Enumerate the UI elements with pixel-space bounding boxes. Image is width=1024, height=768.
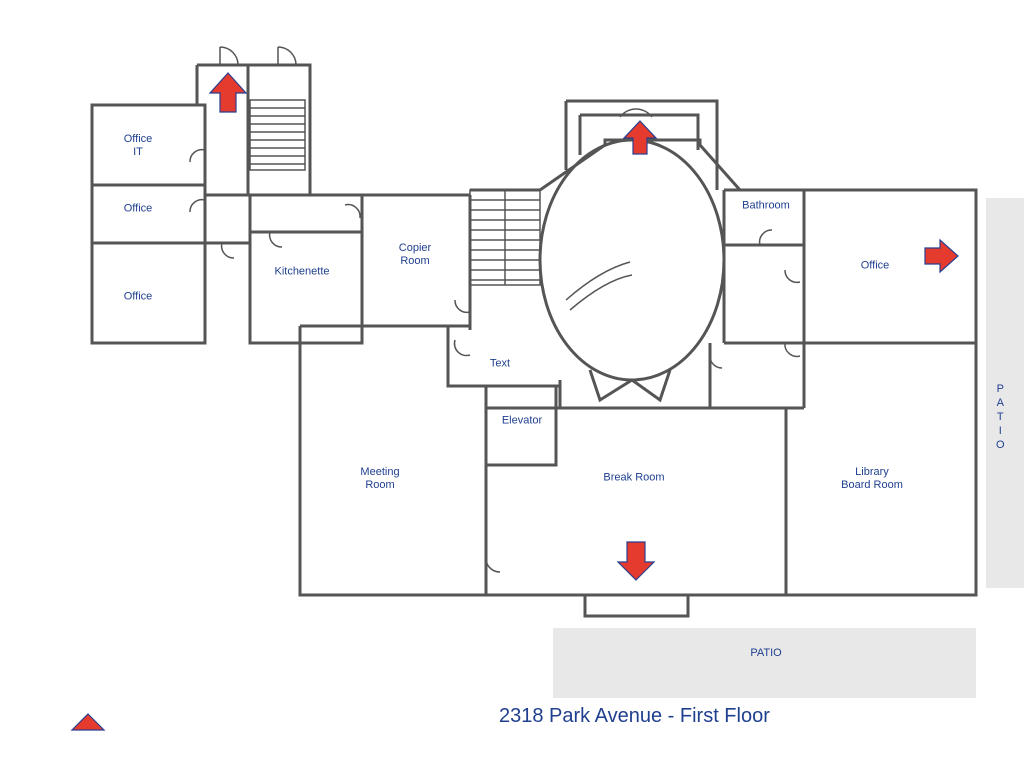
exit-arrows	[70, 72, 959, 731]
room-label-copier-room: Copier Room	[398, 242, 432, 267]
patio-right-label: P A T I O	[996, 382, 1005, 452]
room-label-bathroom: Bathroom	[742, 199, 790, 212]
patio-letter: P	[996, 383, 1004, 395]
room-label-meeting-room: Meeting Room	[360, 466, 400, 491]
exit-arrow-up-icon	[622, 120, 658, 155]
stairs-icon	[249, 99, 633, 311]
room-label-library: Library Board Room	[841, 466, 903, 491]
patio-letter: A	[996, 397, 1004, 409]
room-label-kitchenette: Kitchenette	[274, 265, 330, 278]
room-label-office: Office	[123, 290, 153, 303]
room-label-elevator: Elevator	[501, 414, 543, 427]
exit-arrow-up-icon	[70, 713, 106, 731]
exit-arrow-down-icon	[616, 541, 656, 581]
exit-arrow-up-icon	[208, 72, 248, 113]
room-label-text: Text	[489, 357, 511, 370]
exit-arrow-right-icon	[924, 238, 959, 274]
plan-title: 2318 Park Avenue - First Floor	[499, 705, 770, 727]
patio-bottom-label: PATIO	[750, 647, 782, 659]
room-label-office: Office	[123, 202, 153, 215]
walls	[90, 63, 978, 618]
patio-letter: I	[998, 425, 1002, 437]
patio-letter: O	[996, 439, 1005, 451]
patio-letter: T	[996, 411, 1004, 423]
patio-right-area	[986, 198, 1024, 588]
patio-bottom-area	[553, 628, 976, 698]
room-label-office-right: Office	[860, 259, 890, 272]
room-label-office-it: Office IT	[123, 133, 153, 158]
room-label-break-room: Break Room	[603, 471, 665, 484]
door-swing-icon	[189, 46, 801, 573]
